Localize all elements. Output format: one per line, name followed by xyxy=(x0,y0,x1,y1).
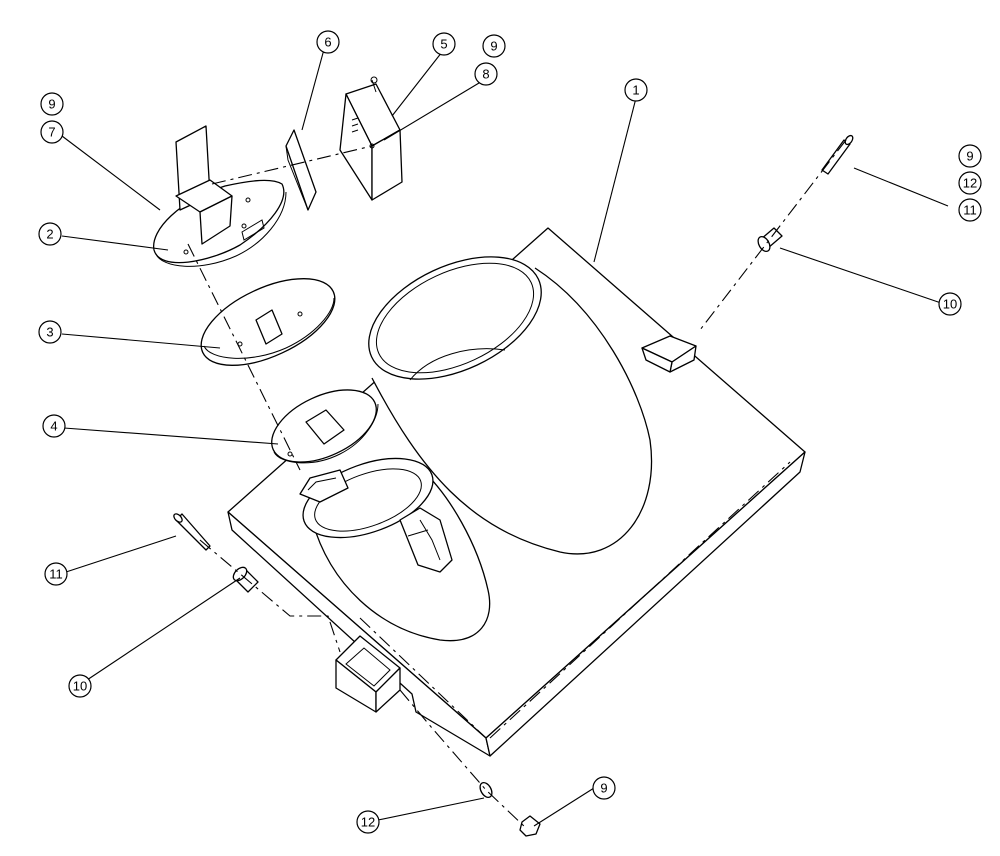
balloon-3: 3 xyxy=(38,320,62,344)
svg-text:5: 5 xyxy=(440,37,447,52)
right-pin xyxy=(821,134,854,175)
svg-text:12: 12 xyxy=(361,815,375,830)
small-cone xyxy=(299,457,491,642)
right-tab xyxy=(641,335,697,373)
large-cone xyxy=(368,256,653,555)
svg-text:9: 9 xyxy=(966,149,973,164)
balloon-10-left: 10 xyxy=(68,674,92,698)
svg-text:11: 11 xyxy=(49,567,63,582)
svg-text:12: 12 xyxy=(963,176,977,191)
part-2-top-plate xyxy=(153,125,287,267)
balloon-6: 6 xyxy=(316,30,340,54)
left-bushing xyxy=(232,566,259,593)
lower-bracket xyxy=(335,635,401,713)
svg-text:9: 9 xyxy=(600,781,607,796)
leader-lines xyxy=(61,41,949,827)
svg-text:11: 11 xyxy=(963,203,977,218)
balloon-11-left: 11 xyxy=(44,562,68,586)
balloon-1: 1 xyxy=(624,78,648,102)
balloon-9-top-left: 9 xyxy=(40,92,64,116)
bottom-washer xyxy=(479,781,493,799)
balloon-7: 7 xyxy=(40,120,64,144)
svg-text:2: 2 xyxy=(46,227,53,242)
part-4-plate xyxy=(271,389,379,464)
part-5-box xyxy=(339,76,403,201)
balloon-5: 5 xyxy=(432,32,456,56)
part-3-plate xyxy=(200,278,336,366)
right-bushing xyxy=(757,227,783,253)
svg-text:8: 8 xyxy=(482,67,489,82)
svg-text:9: 9 xyxy=(490,39,497,54)
bottom-nut xyxy=(519,815,541,837)
svg-text:3: 3 xyxy=(46,325,53,340)
balloon-12-right: 12 xyxy=(958,171,982,195)
svg-text:7: 7 xyxy=(48,125,55,140)
balloon-4: 4 xyxy=(42,414,66,438)
balloon-8: 8 xyxy=(474,62,498,86)
balloon-9-right: 9 xyxy=(958,144,982,168)
balloon-2: 2 xyxy=(38,222,62,246)
balloon-10-right: 10 xyxy=(938,292,962,316)
balloon-11-right: 11 xyxy=(958,198,982,222)
svg-text:1: 1 xyxy=(632,83,639,98)
svg-text:10: 10 xyxy=(73,679,87,694)
balloon-12-bottom: 12 xyxy=(356,810,380,834)
svg-text:10: 10 xyxy=(943,297,957,312)
balloon-9-top: 9 xyxy=(482,34,506,58)
svg-text:4: 4 xyxy=(50,419,57,434)
balloon-9-bottom: 9 xyxy=(592,776,616,800)
svg-text:9: 9 xyxy=(48,97,55,112)
assembly-lines xyxy=(187,139,847,829)
part-6-plate xyxy=(285,129,317,211)
svg-text:6: 6 xyxy=(324,35,331,50)
